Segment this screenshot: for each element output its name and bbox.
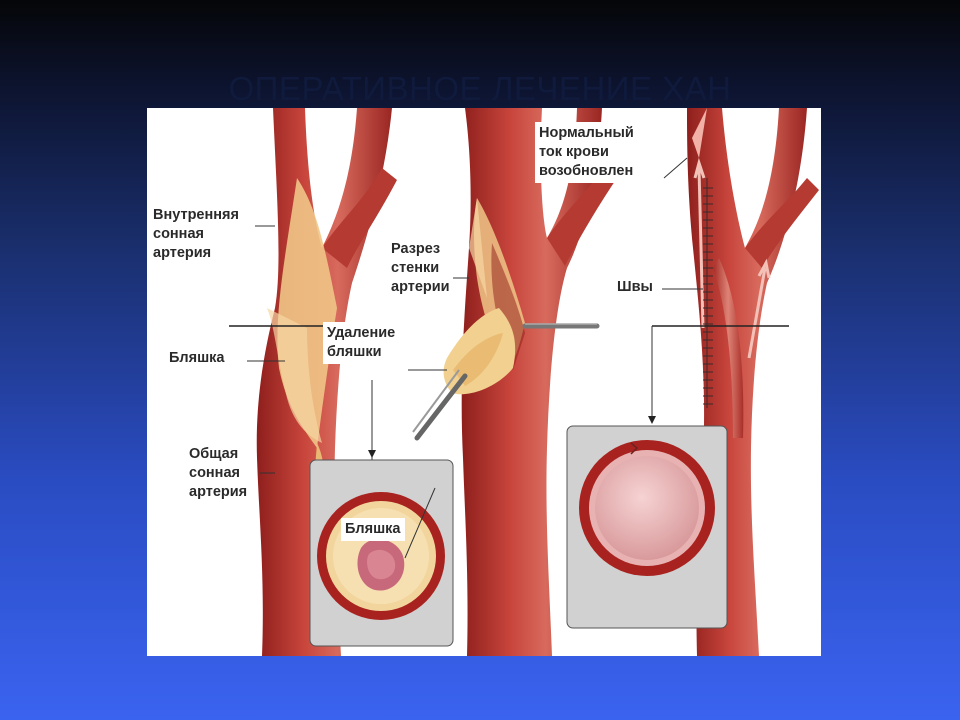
- middle-artery: [461, 108, 617, 656]
- label-common-carotid: Общая сонная артерия: [189, 446, 248, 500]
- label-sutures: Швы: [617, 279, 653, 295]
- arrow-to-inset-right: [648, 416, 656, 424]
- inset-right: [566, 425, 728, 629]
- label-normal-flow: Нормальный ток крови возобновлен: [535, 122, 638, 183]
- inset-left: [309, 459, 454, 647]
- suture-line: [703, 178, 713, 408]
- illustration-svg: [229, 108, 819, 656]
- forceps: [412, 369, 468, 441]
- label-plaque-left: Бляшка: [169, 350, 225, 366]
- left-artery: [256, 108, 397, 656]
- slide-title: ОПЕРАТИВНОЕ ЛЕЧЕНИЕ ХАН: [228, 70, 732, 107]
- pointer-lines-right: [651, 157, 703, 420]
- surgical-hook: [522, 323, 600, 329]
- label-plaque-removal: Удаление бляшки: [323, 322, 400, 364]
- removed-plaque: [443, 308, 516, 395]
- pointer-lines-left: [247, 225, 373, 474]
- label-plaque-inset: Бляшка: [341, 518, 405, 541]
- arrow-to-inset-left: [368, 450, 376, 458]
- carotid-endarterectomy-illustration: Внутренняя сонная артерия Бляшка Общая с…: [147, 108, 821, 656]
- label-internal-carotid: Внутренняя сонная артерия: [153, 207, 239, 261]
- pointer-lines-middle: [408, 277, 469, 371]
- label-incision: Разрез стенки артерии: [391, 241, 450, 295]
